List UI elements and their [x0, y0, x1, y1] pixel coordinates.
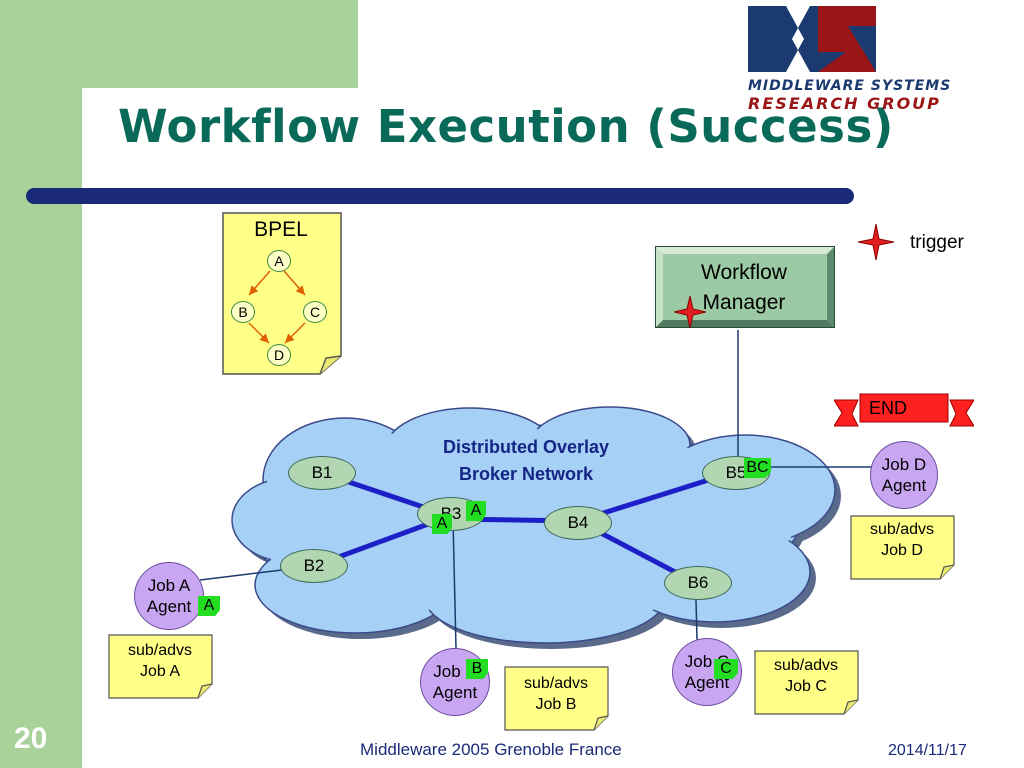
job-a-agent: Job A Agent [134, 562, 204, 630]
red-star-icon [674, 296, 706, 328]
bpel-title: BPEL [254, 218, 308, 241]
broker-b5-tag: BC [744, 458, 771, 478]
note-job-b [504, 666, 609, 731]
note-job-a [108, 634, 213, 699]
slide-number: 20 [14, 722, 48, 755]
bpel-node-a: A [267, 250, 291, 272]
workflow-manager-box [655, 246, 835, 328]
logo-text-line2: RESEARCH GROUP [748, 94, 941, 113]
left-green-band [0, 0, 82, 768]
end-banner-label: END [868, 398, 907, 418]
job-d-agent: Job D Agent [870, 441, 938, 509]
note-job-c-text: sub/advs Job C [773, 657, 839, 695]
bpel-document [222, 212, 342, 375]
title-underline-bar [26, 188, 854, 204]
note-job-d-text: sub/advs Job D [869, 521, 935, 559]
bpel-node-b: B [231, 301, 255, 323]
note-job-b-text: sub/advs Job B [523, 675, 589, 713]
workflow-manager-label: Workflow Manager [701, 261, 787, 314]
job-a-agent-label: Job A Agent [146, 576, 192, 616]
footer-date: 2014/11/17 [888, 742, 967, 759]
legend-trigger-label: trigger [910, 232, 964, 253]
broker-b6: B6 [664, 566, 732, 600]
job-b-agent-tag: B [466, 659, 488, 679]
broker-b3-tag-top: A [466, 501, 486, 521]
bpel-node-d: D [267, 344, 291, 366]
note-job-d [850, 515, 955, 580]
job-d-agent-label: Job D Agent [881, 455, 927, 495]
top-green-band [82, 0, 358, 88]
note-job-a-text: sub/advs Job A [127, 642, 193, 680]
broker-b2: B2 [280, 549, 348, 583]
bpel-node-c: C [303, 301, 327, 323]
slide-title: Workflow Execution (Success) [118, 100, 894, 153]
job-c-agent-tag: C [714, 659, 738, 679]
job-a-agent-tag: A [198, 596, 220, 616]
broker-b3-tag-bottom: A [432, 514, 452, 534]
msrg-logo-icon [748, 6, 876, 72]
note-job-c [754, 650, 859, 715]
footer-text: Middleware 2005 Grenoble France [360, 740, 622, 759]
end-banner [834, 393, 974, 427]
agent-connectors [199, 330, 874, 649]
network-label: Distributed Overlay Broker Network [442, 437, 610, 484]
broker-b1: B1 [288, 456, 356, 490]
logo-text-line1: MIDDLEWARE SYSTEMS [748, 78, 952, 94]
red-star-icon [858, 224, 894, 260]
job-b-agent: Job B Agent [420, 648, 490, 716]
broker-b4: B4 [544, 506, 612, 540]
